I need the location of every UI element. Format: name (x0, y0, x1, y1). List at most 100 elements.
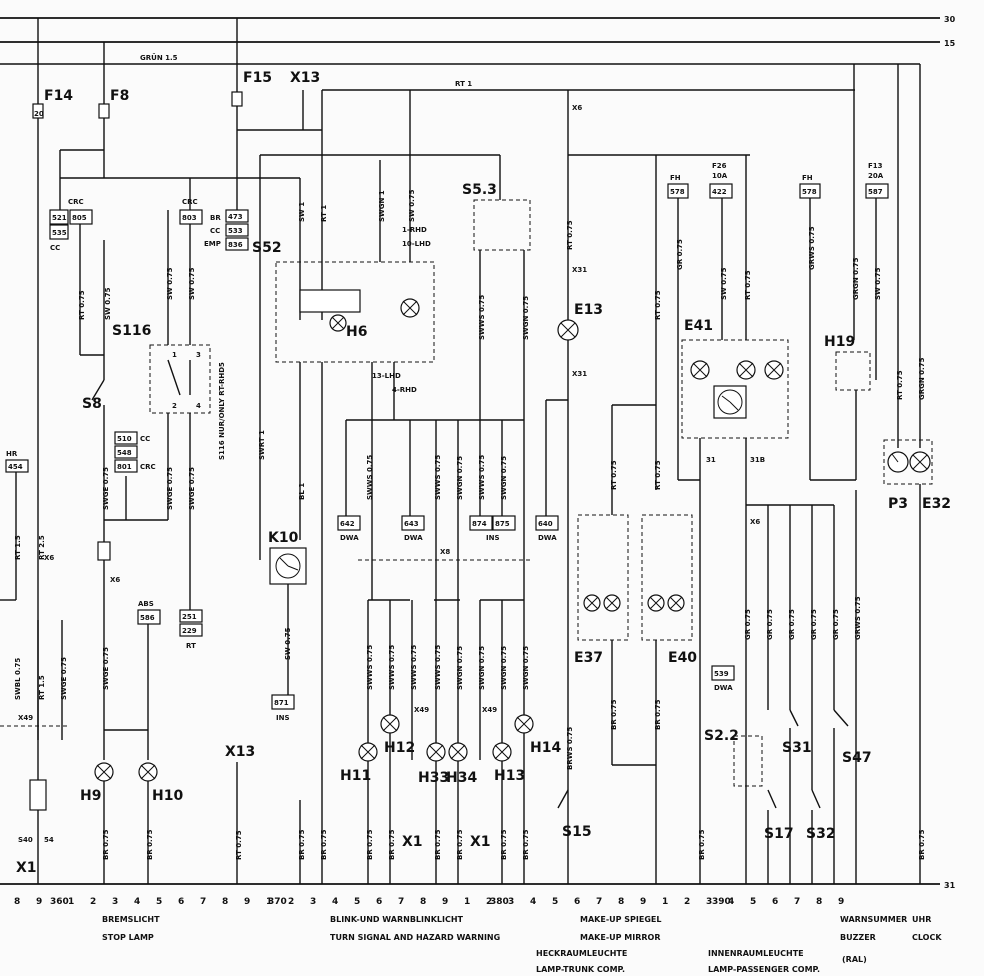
bottom-number: 9 (838, 897, 844, 907)
bottom-number: 8 (816, 897, 822, 907)
conn-x1-b: X1 (402, 834, 423, 850)
fuse-fh-b: FH (802, 174, 813, 182)
wire-label-swgn-a: SWGN 0.75 (522, 296, 530, 340)
code-crc-1: CRC (68, 198, 84, 206)
bottom-number: 7 (596, 897, 602, 907)
bottom-number: 3 (508, 897, 514, 907)
wire-label-br-c: BR 0.75 (366, 829, 374, 860)
wire-label-br-d: BR 0.75 (388, 829, 396, 860)
code-dwa-c: DWA (538, 534, 557, 542)
code-510: 510 (117, 435, 132, 443)
code-803: 803 (182, 214, 197, 222)
wire-label-swws-b: SWWS 0.75 (366, 455, 374, 500)
code-crc-3: CRC (140, 463, 156, 471)
wire-label-gr-c: GR 0.75 (766, 609, 774, 640)
fuse-fh-a: FH (670, 174, 681, 182)
bottom-number: 5 (354, 897, 360, 907)
code-586: 586 (140, 614, 155, 622)
fuse-f8-label: F8 (110, 88, 129, 104)
wire-label-br-l: BR 0.75 (654, 699, 662, 730)
code-643: 643 (404, 520, 419, 528)
section-360-num: 360 (50, 897, 69, 907)
lamp-h12-label: H12 (384, 740, 415, 756)
switch-s40 (29, 779, 47, 811)
wire-label-br-a: BR 0.75 (102, 829, 110, 860)
switch-s40-label: S40 (18, 836, 33, 844)
wire-label-gr-f: GR 0.75 (832, 609, 840, 640)
code-836: 836 (228, 241, 243, 249)
switch-s54-label: 54 (44, 836, 54, 844)
wire-label-swgn1: SWGN 1 (378, 190, 386, 222)
caption-buzzer: BUZZER (840, 933, 876, 942)
conn-x1-c: X1 (470, 834, 491, 850)
wire-label-grws-b: GRWS 0.75 (854, 596, 862, 640)
switch-s53 (473, 199, 531, 251)
svg-text:4: 4 (196, 402, 201, 410)
switch-s52 (275, 261, 435, 363)
code-cc-2: CC (210, 227, 220, 235)
fuse-f14-label: F14 (44, 88, 73, 104)
bottom-number: 4 (530, 897, 536, 907)
svg-text:3: 3 (196, 351, 201, 359)
bottom-number: 8 (618, 897, 624, 907)
wire-label-swws-f: SWWS 0.75 (388, 645, 396, 690)
caption-uhr: UHR (912, 915, 931, 924)
lamp-h11-label: H11 (340, 768, 371, 784)
note-1rhd: 1-RHD (402, 226, 427, 234)
conn-x8-label: X8 (440, 548, 450, 556)
bottom-number: 6 (376, 897, 382, 907)
code-640: 640 (538, 520, 553, 528)
lamp-e40-label: E40 (668, 650, 697, 666)
switch-s22-label: S2.2 (704, 728, 739, 744)
code-dwa-d: DWA (714, 684, 733, 692)
bottom-number: 1 (68, 897, 74, 907)
lamp-h34-label: H34 (446, 770, 477, 786)
code-535: 535 (52, 229, 67, 237)
bottom-number: 2 (486, 897, 492, 907)
wire-label-rt075-f: RT 0.75 (610, 460, 618, 490)
caption-stop-lamp: STOP LAMP (102, 933, 154, 942)
bottom-number: 7 (398, 897, 404, 907)
conn-x49-a: X49 (18, 714, 33, 722)
bottom-number: 3 (310, 897, 316, 907)
wire-label-grgn-a: GRGN 0.75 (852, 257, 860, 300)
code-642: 642 (340, 520, 355, 528)
wire-label-br-i: BR 0.75 (298, 829, 306, 860)
wire-label-bl1: BL 1 (298, 483, 306, 500)
fuse-f26-rating: 10A (712, 172, 728, 180)
bottom-number: 9 (640, 897, 646, 907)
bottom-number: 4 (134, 897, 140, 907)
code-871: 871 (274, 699, 289, 707)
lamp-e41-label: E41 (684, 318, 713, 334)
code-br: BR (210, 214, 221, 222)
code-875: 875 (495, 520, 510, 528)
fuse-f14 (32, 103, 44, 119)
code-251: 251 (182, 613, 197, 621)
lamp-h9-label: H9 (80, 788, 101, 804)
wire-label-rt075-a: RT 0.75 (78, 290, 86, 320)
wire-label-sw075-g: SW 0.75 (874, 267, 882, 300)
code-587: 587 (868, 188, 883, 196)
wire-label-swgn-f: SWGN 0.75 (500, 646, 508, 690)
relay-k10-label: K10 (268, 530, 299, 546)
code-dwa-a: DWA (340, 534, 359, 542)
conn-x6-b: X6 (44, 554, 54, 562)
bottom-number: 1 (662, 897, 668, 907)
wire-label-swws-a: SWWS 0.75 (478, 295, 486, 340)
wire-label-sw075-d: SW 0.75 (408, 189, 416, 222)
caption-blink: BLINK-UND WARNBLINKLICHT (330, 915, 464, 924)
lamp-e37-label: E37 (574, 650, 603, 666)
fuse-f26: F26 (712, 162, 727, 170)
lamp-h33-label: H33 (418, 770, 449, 786)
fuse-f8 (98, 103, 110, 119)
caption-passenger: LAMP-PASSENGER COMP. (708, 965, 820, 974)
wire-label-gr-e: GR 0.75 (810, 609, 818, 640)
code-emp: EMP (204, 240, 221, 248)
code-229: 229 (182, 627, 197, 635)
code-874: 874 (472, 520, 487, 528)
wire-label-rt075-g: RT 0.75 (744, 270, 752, 300)
svg-text:2: 2 (172, 402, 177, 410)
